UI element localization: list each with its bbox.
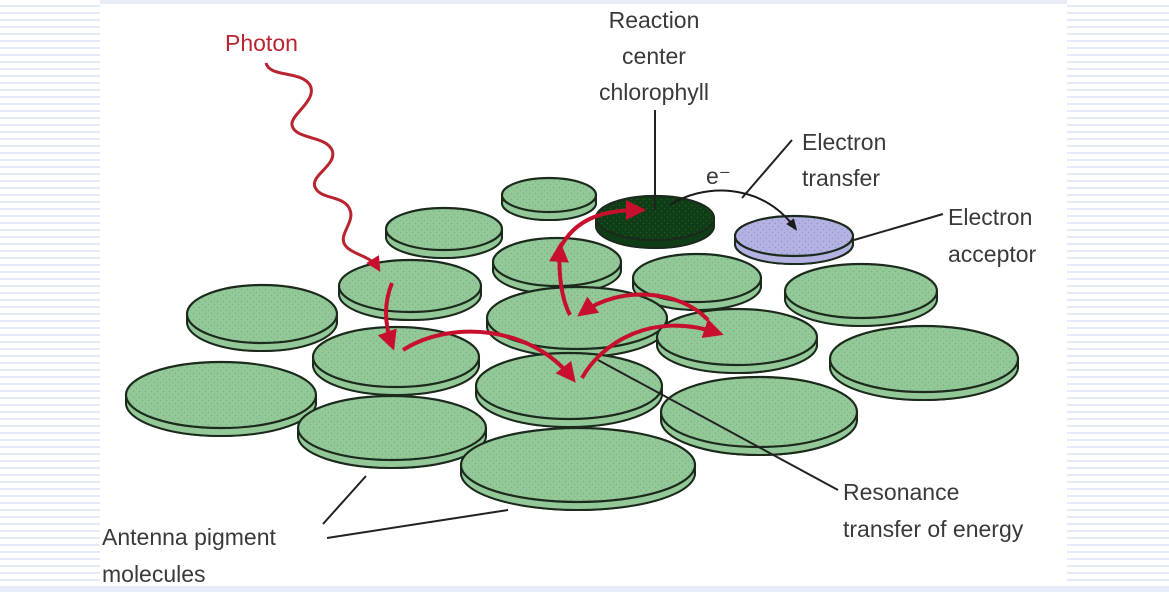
bottom-border	[0, 586, 1169, 592]
antenna-pigment-disc	[491, 236, 623, 295]
antenna-leader-line-2	[326, 509, 509, 539]
electron-transfer-label-line-1: Electron	[802, 129, 886, 155]
electron-transfer-arrow	[669, 189, 798, 231]
antenna-pigment-disc	[474, 351, 664, 428]
energy-arrow-4	[577, 292, 710, 322]
antenna-pigment-disc	[124, 360, 318, 437]
antenna-pigment-disc	[500, 176, 598, 221]
energy-arrow-6	[558, 200, 646, 249]
antenna-pigment-disc-texture	[387, 209, 501, 249]
antenna-pigment-disc-texture	[477, 354, 661, 418]
antenna-pigment-disc	[384, 206, 504, 259]
antenna-leader-line-1	[322, 475, 367, 525]
antenna-pigment-disc	[659, 375, 859, 456]
leader-lines	[322, 110, 944, 539]
antenna-pigment-disc	[485, 285, 669, 358]
antenna-label-line-2: molecules	[102, 561, 206, 587]
antenna-pigment-disc-texture	[831, 327, 1017, 391]
antenna-pigment-disc-texture	[488, 288, 666, 348]
energy-arrow-2	[401, 329, 576, 383]
antenna-pigment-disc-texture	[340, 261, 480, 311]
antenna-pigment-disc-texture	[786, 265, 936, 317]
electron-acceptor-label-line-1: Electron	[948, 204, 1032, 230]
antenna-pigment-disc-texture	[662, 378, 856, 446]
right-striped-margin	[1067, 0, 1169, 592]
electron-acceptor-disc-texture	[736, 217, 852, 255]
antenna-pigment-disc-texture	[462, 429, 694, 501]
antenna-pigment-disc-texture	[127, 363, 315, 427]
reaction-center-label-line-1: Reaction	[609, 7, 700, 33]
antenna-pigment-disc	[311, 325, 481, 396]
antenna-pigment-disc	[828, 324, 1020, 401]
antenna-pigment-disc	[655, 307, 819, 374]
electron-acceptor-disc	[733, 214, 855, 265]
electron-transfer-label-line-2: transfer	[802, 165, 880, 191]
reaction-center-label-line-3: chlorophyll	[599, 79, 709, 105]
energy-arrow-1	[377, 282, 397, 351]
reaction-center-disc	[594, 194, 716, 249]
antenna-pigment-disc-texture	[314, 328, 478, 386]
electron-symbol-label: e⁻	[706, 163, 731, 189]
antenna-label-line-1: Antenna pigment	[102, 524, 277, 550]
antenna-pigment-disc	[296, 394, 488, 469]
antenna-pigment-disc-texture	[299, 397, 485, 459]
pigment-molecules	[124, 176, 1020, 511]
electron-acceptor-leader-line	[853, 213, 944, 241]
antenna-pigment-disc-texture	[634, 255, 760, 301]
energy-arrow-3	[580, 319, 724, 379]
top-border	[0, 0, 1169, 4]
antenna-pigment-disc	[337, 258, 483, 321]
energy-transfer-arrows	[377, 200, 724, 383]
resonance-label-line-2: transfer of energy	[843, 516, 1024, 542]
electron-acceptor-label-line-2: acceptor	[948, 241, 1037, 267]
antenna-pigment-disc	[459, 426, 697, 511]
antenna-pigment-disc-texture	[494, 239, 620, 285]
photon-label: Photon	[225, 30, 298, 56]
reaction-center-label-line-2: center	[622, 43, 686, 69]
antenna-pigment-disc-texture	[188, 286, 336, 342]
photon-wave	[264, 62, 381, 272]
resonance-leader-line	[597, 359, 839, 491]
antenna-pigment-disc	[185, 283, 339, 352]
resonance-label-line-1: Resonance	[843, 479, 959, 505]
antenna-pigment-disc	[783, 262, 939, 327]
left-striped-margin	[0, 0, 100, 592]
electron-transfer-leader-line	[741, 139, 793, 199]
antenna-pigment-disc-texture	[503, 179, 595, 211]
antenna-pigment-disc-texture	[658, 310, 816, 364]
energy-arrow-5	[548, 242, 572, 316]
